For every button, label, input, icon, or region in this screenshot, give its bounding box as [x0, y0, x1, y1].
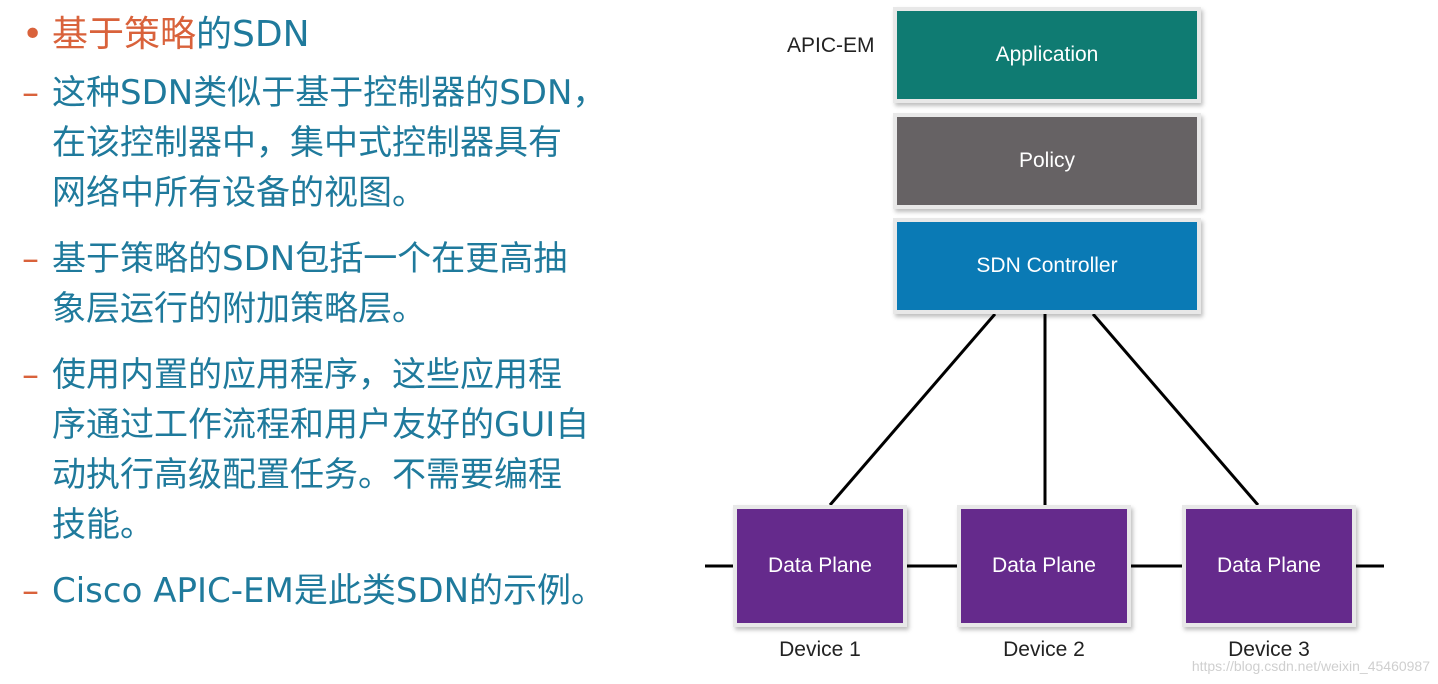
heading-highlight: 基于策略 [52, 14, 197, 55]
sub-point-text: 基于策略的SDN包括一个在更高抽 象层运行的附加策略层。 [52, 239, 568, 329]
sub-point-text: Cisco APIC-EM是此类SDN的示例。 [52, 571, 606, 611]
link-controller-device-1 [828, 313, 997, 506]
heading-rest: 的SDN [196, 14, 310, 55]
apic-em-label: APIC-EM [787, 34, 875, 57]
sub-point-1: – 这种SDN类似于基于控制器的SDN， 在该控制器中，集中式控制器具有 网络中… [22, 68, 672, 218]
bullet-list: • 基于策略的SDN – 这种SDN类似于基于控制器的SDN， 在该控制器中，集… [22, 8, 672, 616]
policy-layer: Policy [893, 113, 1201, 209]
sub-dash: – [22, 571, 39, 611]
data-plane-3: Data Plane [1182, 505, 1356, 627]
watermark: https://blog.csdn.net/weixin_45460987 [1191, 658, 1430, 674]
data-plane-2: Data Plane [957, 505, 1131, 627]
sdn-controller-layer: SDN Controller [893, 218, 1201, 314]
bullet-dot: • [22, 14, 44, 55]
sub-point-4: – Cisco APIC-EM是此类SDN的示例。 [22, 566, 672, 616]
sub-point-text: 使用内置的应用程序，这些应用程 序通过工作流程和用户友好的GUI自 动执行高级配… [52, 355, 590, 545]
sub-dash: – [22, 73, 39, 113]
sub-point-2: – 基于策略的SDN包括一个在更高抽 象层运行的附加策略层。 [22, 234, 672, 334]
slide-heading: • 基于策略的SDN [22, 8, 672, 62]
device-label-2: Device 2 [1003, 638, 1085, 661]
application-layer: Application [893, 7, 1201, 103]
sub-point-text: 这种SDN类似于基于控制器的SDN， 在该控制器中，集中式控制器具有 网络中所有… [52, 73, 607, 213]
device-label-1: Device 1 [779, 638, 861, 661]
data-plane-1: Data Plane [733, 505, 907, 627]
link-controller-device-3 [1091, 313, 1260, 506]
sub-point-3: – 使用内置的应用程序，这些应用程 序通过工作流程和用户友好的GUI自 动执行高… [22, 350, 672, 550]
sub-dash: – [22, 239, 39, 279]
sub-dash: – [22, 355, 39, 395]
